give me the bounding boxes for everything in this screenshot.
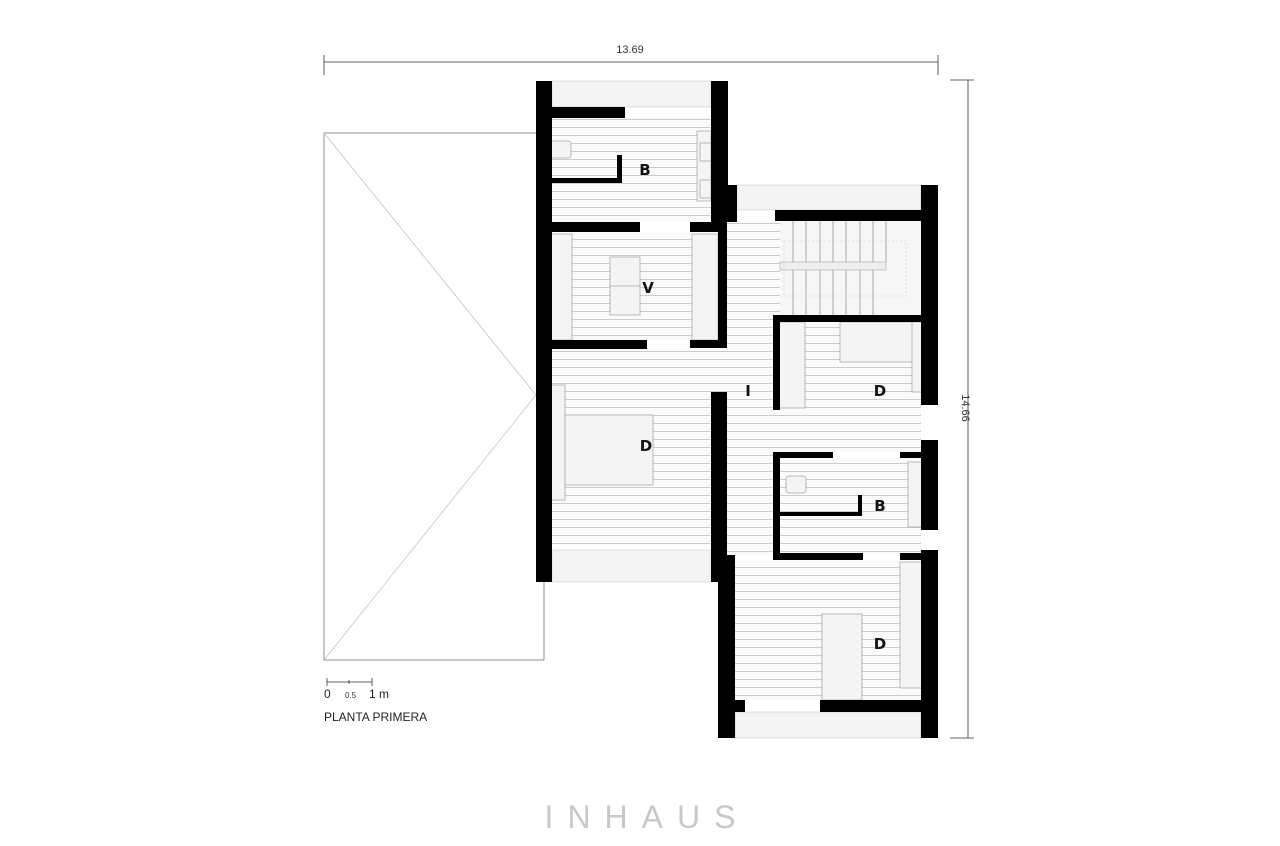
roof-outline — [323, 132, 545, 661]
room-label-bathroom-1: B — [639, 161, 650, 179]
room-label-bedroom-1: D — [640, 437, 652, 455]
brand-logo: INHAUS — [545, 799, 750, 835]
width-dimension-line — [323, 55, 939, 75]
terrace-bottom-left — [551, 549, 712, 583]
room-label-bathroom-2: B — [874, 497, 885, 515]
scale-one: 1 m — [369, 687, 389, 701]
height-dimension-line — [950, 79, 974, 739]
room-label-living: V — [642, 279, 654, 297]
height-dimension: 14.66 — [959, 394, 971, 422]
plan-title: PLANTA PRIMERA — [324, 710, 427, 724]
scale-zero: 0 — [324, 687, 331, 701]
room-label-hall: I — [745, 382, 751, 400]
room-label-bedroom-3: D — [874, 635, 886, 653]
terrace-top-left — [551, 80, 712, 108]
room-label-bedroom-2: D — [874, 382, 886, 400]
scale-bar — [326, 678, 373, 686]
terrace-bottom-right — [734, 711, 922, 739]
scale-half: 0.5 — [345, 691, 357, 700]
width-dimension: 13.69 — [616, 44, 644, 56]
walls — [536, 81, 938, 738]
terrace-top-right — [736, 184, 922, 211]
staircase — [779, 221, 921, 315]
